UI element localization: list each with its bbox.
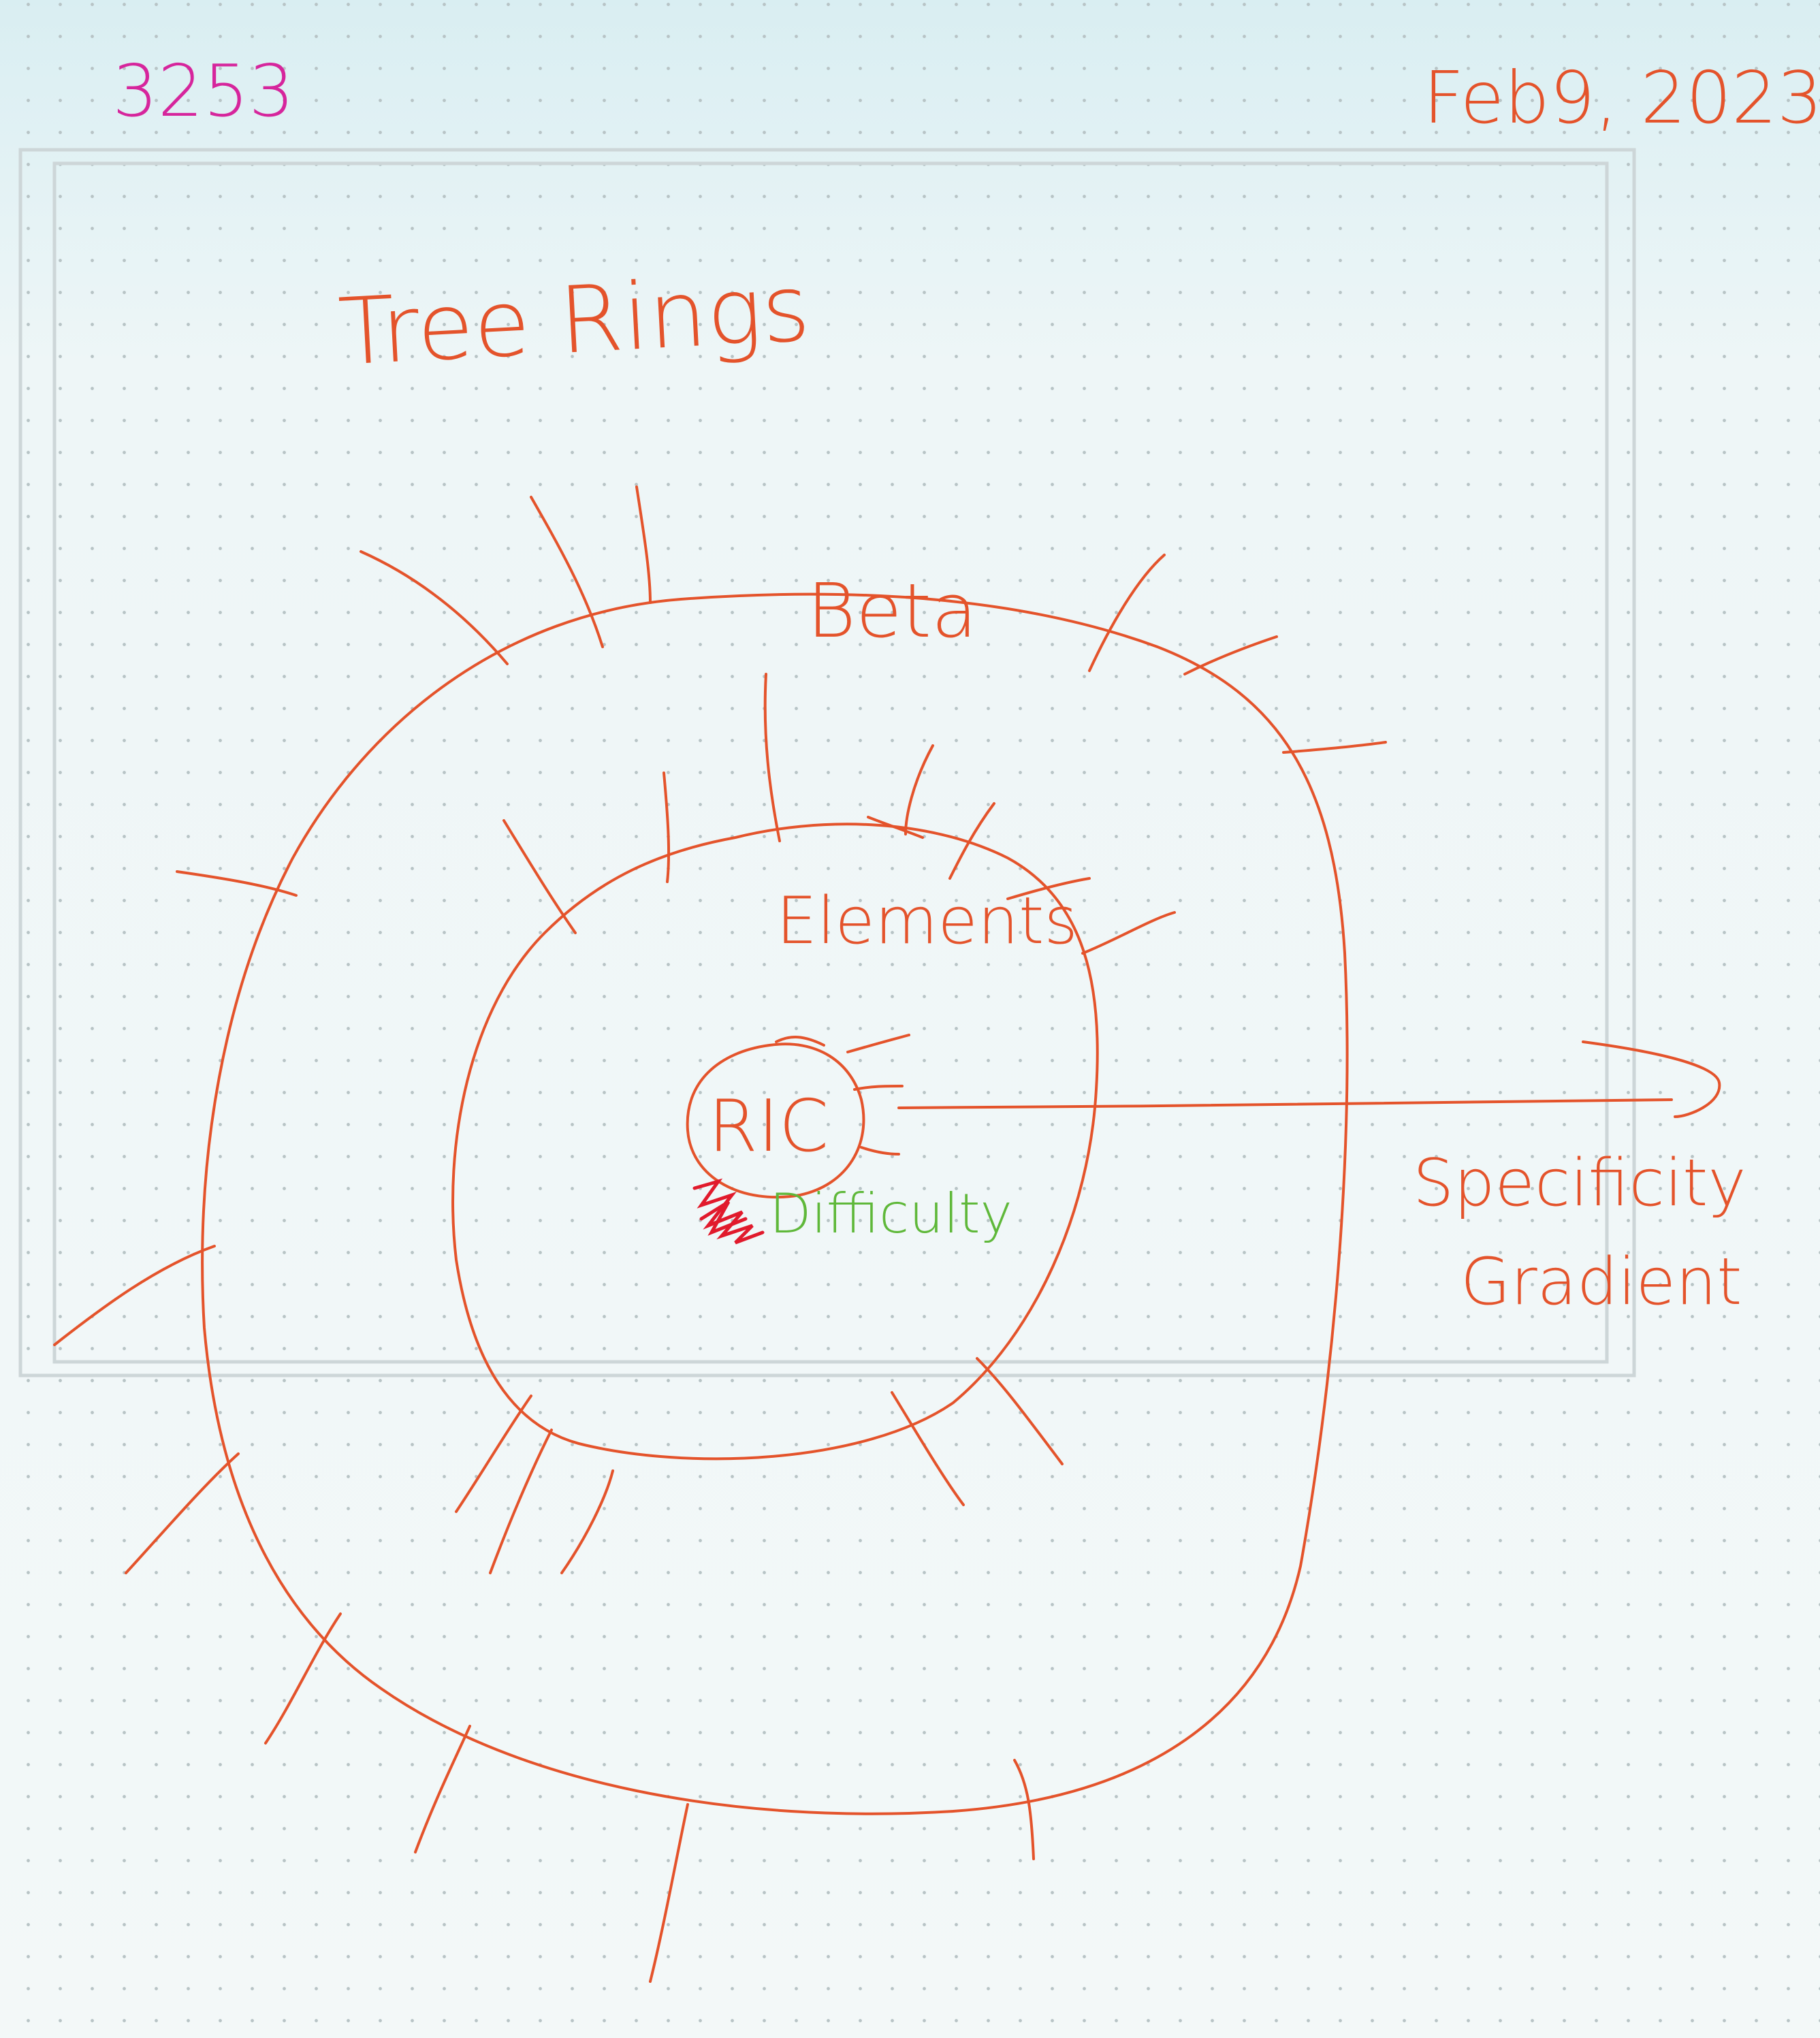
outer-ring-ticks: [53, 485, 1387, 1983]
outer-ring-label: Beta: [807, 567, 977, 654]
middle-ring-ticks: [455, 673, 1176, 1574]
core-sublabel: Difficulty: [769, 1182, 1012, 1245]
core-ring-ticks: [775, 1034, 910, 1156]
note-date: Feb9, 2023: [1423, 57, 1820, 140]
printed-page-frame: [18, 148, 1636, 1378]
core-ring: [686, 1042, 865, 1199]
core-ring-label: RIC: [708, 1085, 829, 1168]
outer-ring: [201, 592, 1349, 1815]
middle-ring: [451, 823, 1099, 1461]
note-number: 3253: [112, 50, 294, 133]
middle-ring-label: Elements: [776, 884, 1078, 959]
specificity-arrow: [897, 1040, 1721, 1118]
diagram-title: Tree Rings: [336, 255, 812, 386]
scribbled-out-text: [692, 1178, 765, 1245]
arrow-label-line2: Gradient: [1460, 1245, 1742, 1320]
arrow-label-line1: Specificity: [1413, 1146, 1746, 1221]
